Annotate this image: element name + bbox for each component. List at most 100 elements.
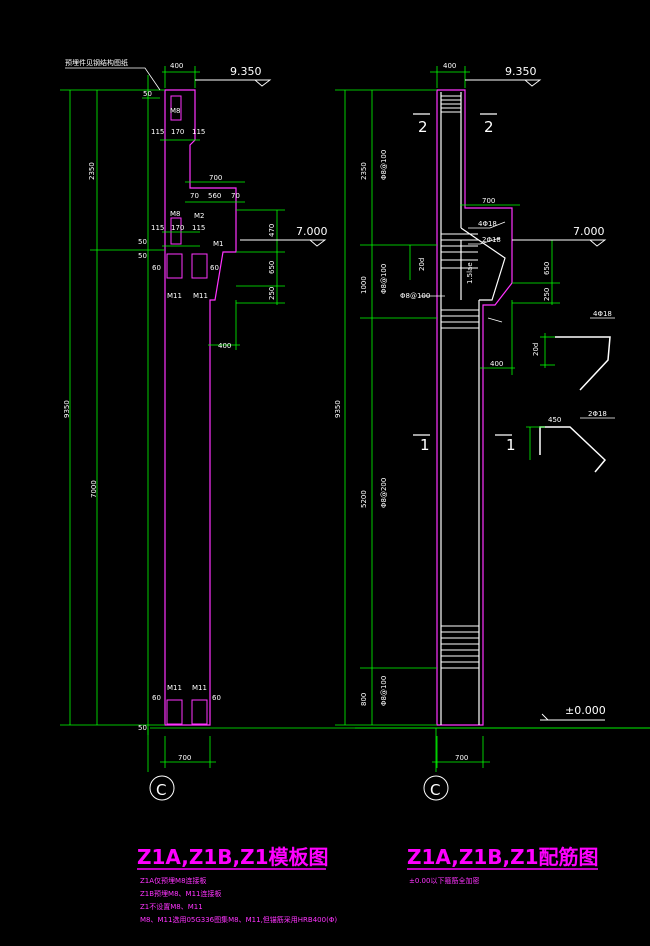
- bar-detail-1: [555, 336, 611, 391]
- axis-label-left: C: [156, 781, 166, 799]
- dim-70a: 70: [190, 192, 199, 200]
- dim-2350: 2350: [88, 162, 96, 180]
- rebar-dim-5200: 5200: [360, 490, 368, 508]
- dim-250: 250: [268, 287, 276, 300]
- det1-dim: 20d: [532, 343, 540, 356]
- label-m11b: M11: [193, 292, 208, 300]
- rebar-stir-low: Φ8@200: [380, 478, 388, 508]
- det2-bar: 2Φ18: [588, 410, 607, 418]
- longitudinal-bars: [440, 92, 506, 725]
- axis-label-right: C: [430, 781, 440, 799]
- det2-dim: 450: [548, 416, 561, 424]
- rebar-elev-zero-value: ±0.000: [565, 704, 606, 717]
- rebar-dim-700: 700: [482, 197, 495, 205]
- rebar-elev-mark-top: [465, 79, 542, 87]
- dim-700: 700: [209, 174, 222, 182]
- stirrups-bottom: [441, 625, 479, 669]
- rebar-elev-mark-mid: [512, 239, 607, 247]
- dim-560: 560: [208, 192, 221, 200]
- dim-115a: 115: [151, 128, 164, 136]
- rebar-dim-400-bot: 400: [490, 360, 503, 368]
- det1-bar: 4Φ18: [593, 310, 612, 318]
- stirrups-corbel: [441, 233, 479, 329]
- section-markers: [413, 113, 512, 436]
- axis-bubble-right: [423, 775, 449, 801]
- plate-m8: [170, 95, 182, 121]
- rebar-elev-mark-zero: [540, 713, 605, 721]
- note-line-3: Z1不设置M8、M11: [140, 902, 203, 911]
- label-m11c: M11: [167, 684, 182, 692]
- reinforcement-drawing: 400 700 4Φ18 2Φ18 Φ8@100 400 700 4Φ18 2Φ…: [334, 62, 650, 885]
- section-2b: 2: [484, 118, 494, 136]
- dim-60c: 60: [152, 694, 161, 702]
- dim-400-top: 400: [170, 62, 183, 70]
- plate-m11d: [191, 699, 208, 725]
- dim-9350: 9350: [63, 400, 71, 418]
- plate-m11b: [191, 253, 208, 279]
- formwork-drawing: 预埋件见钢结构图纸 400 50 M8 115 170 115 700 70 5…: [60, 58, 650, 924]
- rebar-elev-mid-value: 7.000: [573, 225, 605, 238]
- rebar-dim-400-top: 400: [443, 62, 456, 70]
- bar-2d18: 2Φ18: [482, 236, 501, 244]
- stirrups-top: [441, 95, 461, 113]
- note-line-4: M8、M11选用05G336图集M8、M11,但锚筋采用HRB400(Φ): [140, 915, 337, 924]
- dim-60d: 60: [212, 694, 221, 702]
- label-m8: M8: [170, 107, 181, 115]
- reinforcement-note: ±0.00以下箍筋全加密: [409, 876, 479, 885]
- dim-7000: 7000: [90, 480, 98, 498]
- label-m11a: M11: [167, 292, 182, 300]
- rebar-dim-2350: 2350: [360, 162, 368, 180]
- formwork-title: Z1A,Z1B,Z1模板图: [137, 845, 329, 869]
- dim-115b: 115: [192, 128, 205, 136]
- axis-bubble-left: [149, 775, 175, 801]
- rebar-stir-mid: Φ8@100: [380, 264, 388, 294]
- dim-470: 470: [268, 224, 276, 237]
- note-line-1: Z1A仅预埋M8连接板: [140, 876, 207, 885]
- elev-mid-value: 7.000: [296, 225, 328, 238]
- column-outline: [164, 89, 237, 726]
- formwork-dimensions: [60, 66, 650, 772]
- plate-m8b: [170, 217, 182, 245]
- rebar-dim-650: 650: [543, 262, 551, 275]
- bar-4d18: 4Φ18: [478, 220, 497, 228]
- dim-115d: 115: [192, 224, 205, 232]
- rebar-column-outline: [436, 89, 513, 726]
- elev-top-value: 9.350: [230, 65, 262, 78]
- label-m8b: M8: [170, 210, 181, 218]
- rebar-elev-top-value: 9.350: [505, 65, 537, 78]
- dim-50-bot: 50: [138, 724, 147, 732]
- bar-detail-2: [539, 426, 607, 473]
- rebar-dim-700-bot: 700: [455, 754, 468, 762]
- elev-mark-top: [195, 79, 272, 87]
- section-2a: 2: [418, 118, 428, 136]
- note-line-2: Z1B预埋M8、M11连接板: [140, 889, 222, 898]
- rebar-dim-1000: 1000: [360, 276, 368, 294]
- stir-label: Φ8@100: [400, 292, 430, 300]
- rebar-stir-top: Φ8@100: [380, 150, 388, 180]
- dim-115c: 115: [151, 224, 164, 232]
- section-1a: 1: [420, 436, 430, 454]
- rebar-leaders: [420, 221, 506, 323]
- dim-70b: 70: [231, 192, 240, 200]
- plate-m11c: [166, 699, 183, 725]
- dim-50: 50: [143, 90, 152, 98]
- rebar-stir-bot: Φ8@100: [380, 676, 388, 706]
- dim-170b: 170: [171, 224, 184, 232]
- rebar-dim-20d: 20d: [418, 258, 426, 271]
- label-m11d: M11: [192, 684, 207, 692]
- dim-60b: 60: [210, 264, 219, 272]
- rebar-dim-800: 800: [360, 693, 368, 706]
- dim-650: 650: [268, 261, 276, 274]
- dim-50a: 50: [138, 238, 147, 246]
- rebar-dim-250: 250: [543, 288, 551, 301]
- reinforcement-title: Z1A,Z1B,Z1配筋图: [407, 845, 599, 869]
- label-m2: M2: [194, 212, 205, 220]
- rebar-lae: 1.5lae: [466, 262, 474, 284]
- dim-60a: 60: [152, 264, 161, 272]
- dim-400-bot: 400: [218, 342, 231, 350]
- section-1b: 1: [506, 436, 516, 454]
- dim-50b: 50: [138, 252, 147, 260]
- rebar-dim-9350: 9350: [334, 400, 342, 418]
- dim-170a: 170: [171, 128, 184, 136]
